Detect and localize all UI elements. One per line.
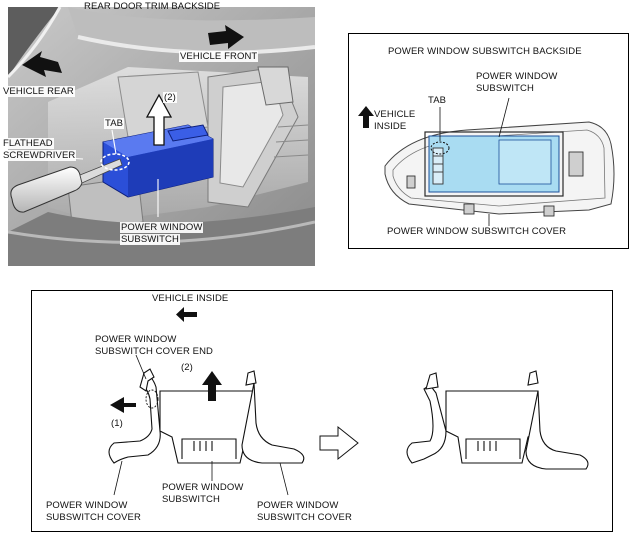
cover-end-label-line2: SUBSWITCH COVER END [95,346,214,357]
vehicle-rear-label: VEHICLE REAR [2,86,75,97]
screwdriver-label-line1: FLATHEAD [2,138,54,149]
vehicle-inside-label: VEHICLE INSIDE [152,293,229,304]
cover-right-label-line2: SUBSWITCH COVER [257,512,352,523]
screwdriver [10,158,123,213]
vehicle-inside-arrow [176,307,197,322]
vehicle-inside-label-line1: VEHICLE [374,109,416,120]
photo-title: REAR DOOR TRIM BACKSIDE [84,1,221,12]
subswitch-backside-illustration [358,97,615,226]
screwdriver-label-line2: SCREWDRIVER [2,150,77,161]
subswitch-label-line2: SUBSWITCH [476,83,534,94]
step-2-arrow [202,371,222,401]
vehicle-front-label: VEHICLE FRONT [179,51,259,62]
vehicle-inside-label-line2: INSIDE [374,121,407,132]
door-trim-illustration [8,7,315,266]
step-1-arrow [110,397,136,413]
step-2-label: (2) [163,92,177,103]
cover-right-label-line1: POWER WINDOW [257,500,339,511]
rear-door-trim-photo [8,7,315,266]
cover-label: POWER WINDOW SUBSWITCH COVER [387,226,567,237]
step-2-label: (2) [181,362,193,373]
subswitch-label-line1: POWER WINDOW [162,482,244,493]
step-1-label: (1) [111,418,123,429]
subswitch-label-line1: POWER WINDOW [120,222,204,233]
subswitch-label-line2: SUBSWITCH [162,494,220,505]
tab-label: TAB [104,118,125,129]
subswitch-label-line2: SUBSWITCH [120,234,180,245]
backside-title: POWER WINDOW SUBSWITCH BACKSIDE [388,46,582,57]
subswitch-backside-panel [348,33,629,249]
cross-section-illustration [108,307,589,496]
cross-section-panel [31,290,613,532]
tab-label: TAB [428,95,447,106]
cover-left-label-line1: POWER WINDOW [46,500,128,511]
cover-left-label-line2: SUBSWITCH COVER [46,512,141,523]
cover-end-label-line1: POWER WINDOW [95,334,177,345]
subswitch-label-line1: POWER WINDOW [476,71,558,82]
